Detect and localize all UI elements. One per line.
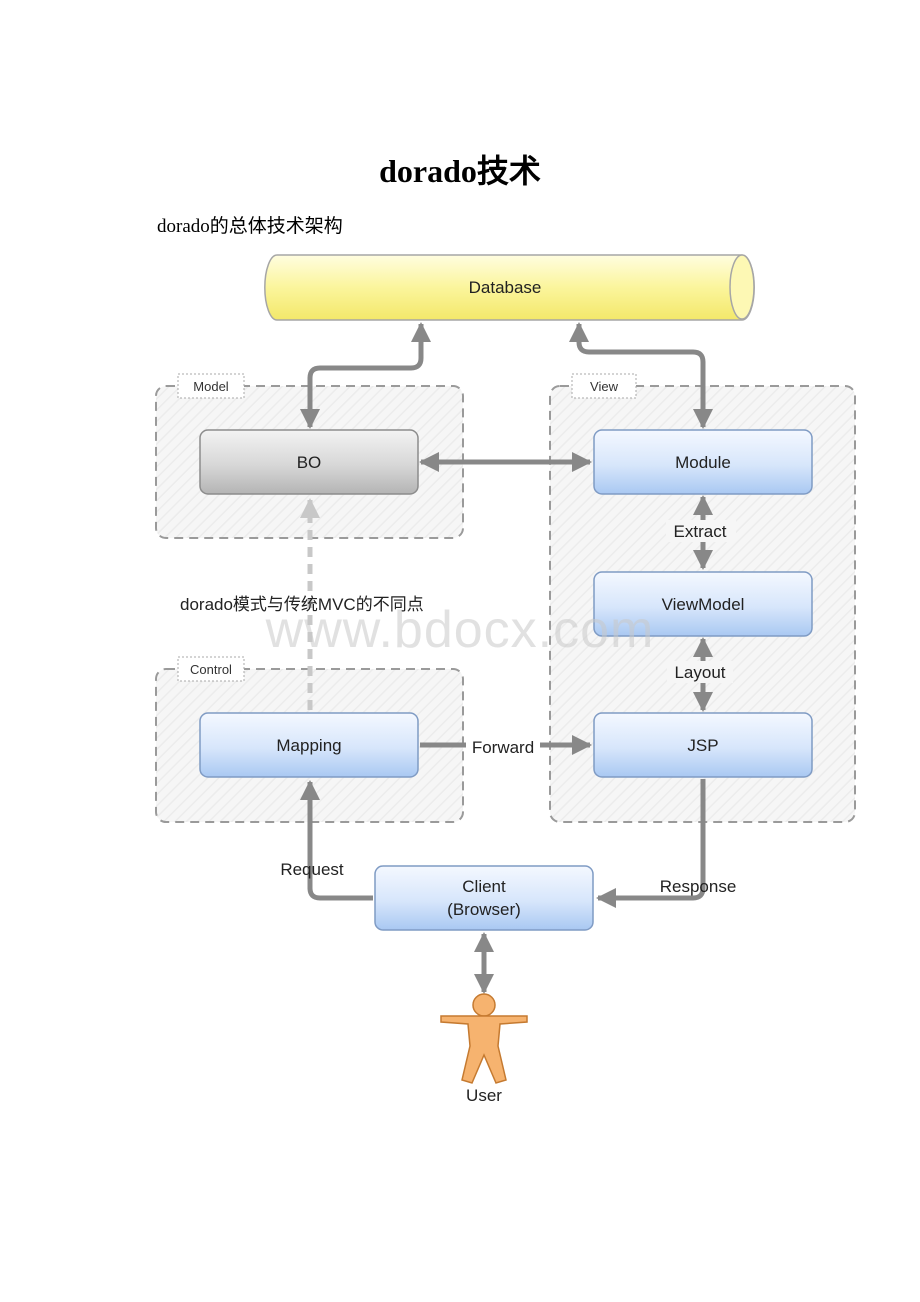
view-group-label: View	[590, 379, 619, 394]
bo-node: BO	[199, 429, 419, 495]
request-label: Request	[280, 860, 344, 879]
viewmodel-node: ViewModel	[593, 571, 813, 637]
mvc-difference-annotation: dorado模式与传统MVC的不同点	[180, 595, 424, 614]
database-label: Database	[469, 278, 542, 297]
client-label-line2: (Browser)	[447, 900, 521, 919]
user-icon	[440, 993, 528, 1084]
response-label: Response	[660, 877, 737, 896]
document-subtitle: dorado的总体技术架构	[157, 216, 343, 237]
client-label-line1: Client	[462, 877, 506, 896]
user-label: User	[466, 1086, 502, 1105]
control-group-label: Control	[190, 662, 232, 677]
module-database-arrow	[569, 322, 713, 429]
request-arrow	[300, 780, 373, 901]
client-node: Client (Browser)	[374, 865, 594, 931]
extract-label: Extract	[674, 522, 727, 541]
jsp-label: JSP	[687, 736, 718, 755]
watermark: www.bdocx.com	[265, 601, 655, 659]
viewmodel-label: ViewModel	[662, 595, 745, 614]
bo-label: BO	[297, 453, 322, 472]
forward-label: Forward	[472, 738, 534, 757]
module-label: Module	[675, 453, 731, 472]
connectors	[300, 322, 713, 994]
jsp-node: JSP	[593, 712, 813, 778]
mapping-node: Mapping	[199, 712, 419, 778]
model-group-label: Model	[193, 379, 229, 394]
module-node: Module	[593, 429, 813, 495]
document-title: dorado技术	[379, 153, 541, 189]
response-arrow	[596, 779, 706, 908]
mapping-label: Mapping	[276, 736, 341, 755]
layout-label: Layout	[674, 663, 725, 682]
database-node: Database	[264, 254, 755, 321]
bo-database-arrow	[300, 322, 431, 429]
